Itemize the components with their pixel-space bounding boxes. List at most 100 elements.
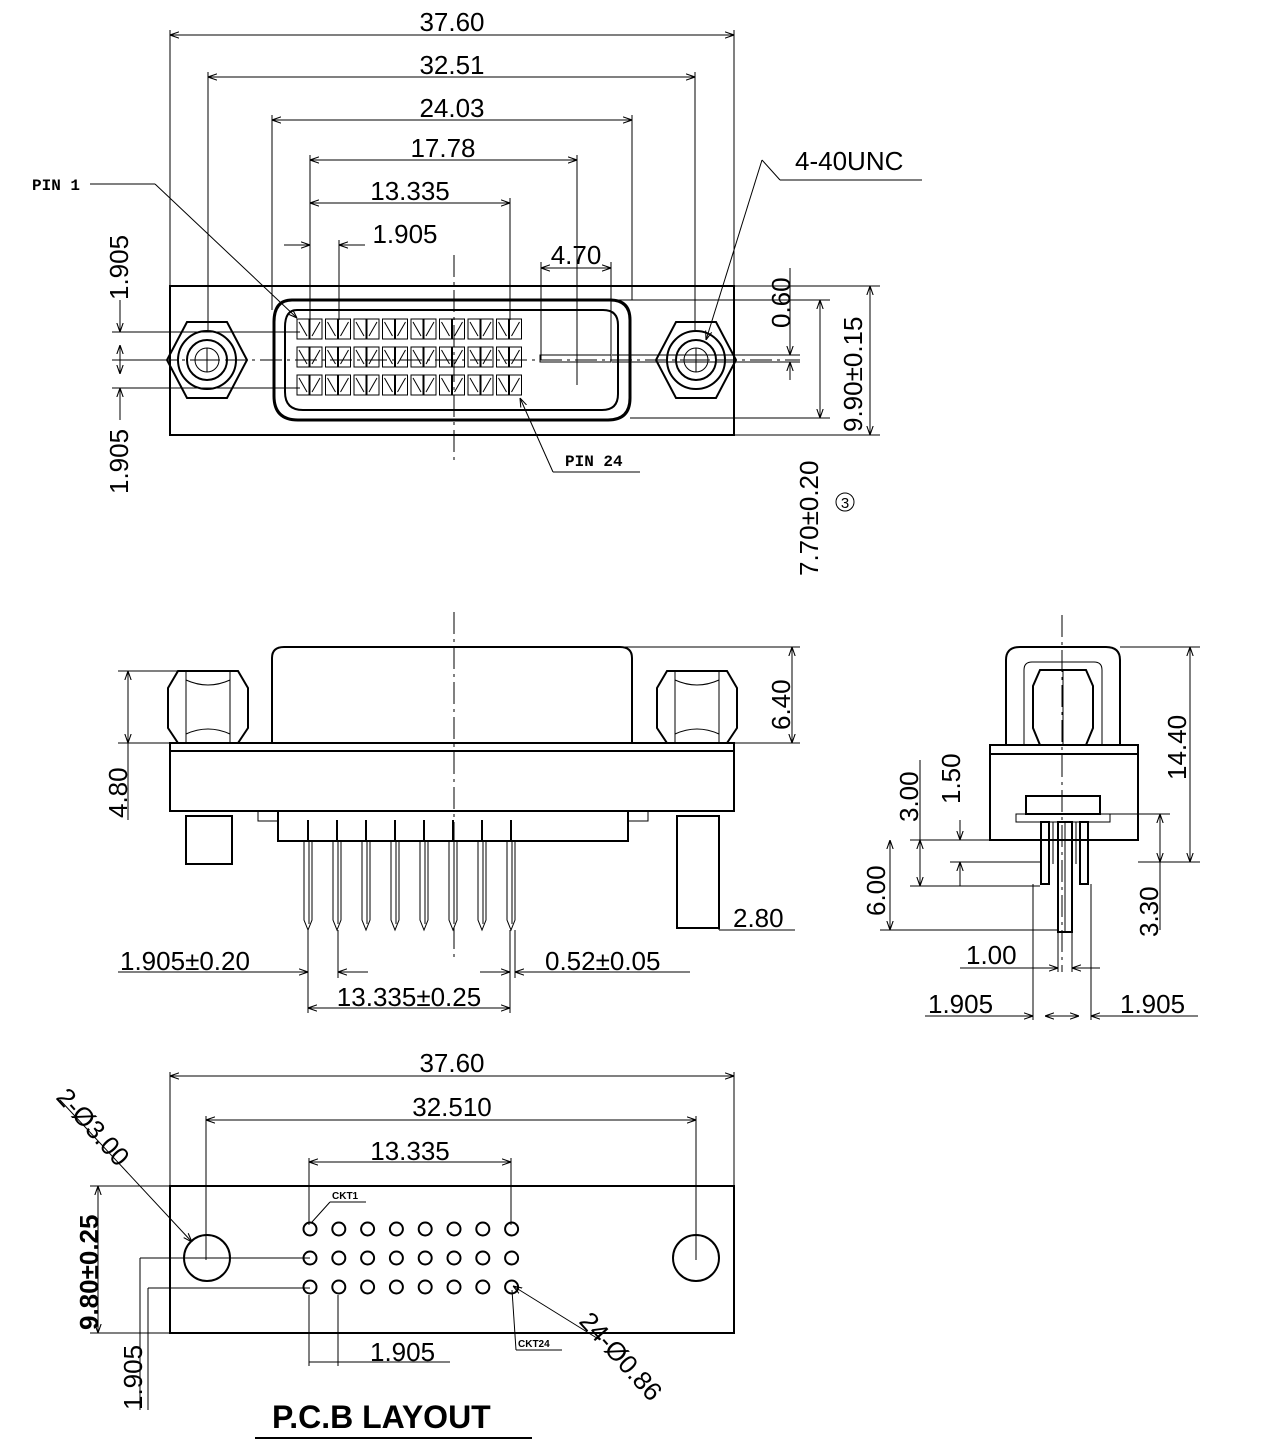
side-body (989, 744, 1139, 841)
pcb-pin-hole (302, 1279, 318, 1295)
dim-top-row-pitch-upper: 1.905 (104, 235, 134, 300)
dim-pcb-height: 9.80±0.25 (74, 1215, 104, 1330)
note-marker-number: 3 (841, 495, 849, 512)
pcb-pin-hole (446, 1279, 462, 1295)
pcb-pin-hole (446, 1250, 462, 1266)
dim-front-pin-dia: 0.52±0.05 (545, 946, 660, 976)
front-pin (361, 820, 371, 932)
contact-cell (325, 318, 351, 340)
pcb-pin-hole (504, 1250, 520, 1266)
pcb-pin-holes (302, 1221, 520, 1295)
front-pin (303, 820, 313, 932)
dim-side-3-30: 3.30 (1134, 886, 1164, 937)
pcb-pin-hole (302, 1221, 318, 1237)
contact-cell (496, 374, 522, 396)
pcb-pin-hole (417, 1221, 433, 1237)
dim-side-1-00: 1.00 (966, 940, 1017, 970)
front-pins (303, 820, 516, 932)
front-pin (390, 820, 400, 932)
dim-front-boardlock: 2.80 (733, 903, 784, 933)
contact-grid (296, 318, 522, 396)
dim-top-hole-spacing: 32.51 (419, 50, 484, 80)
dim-side-pitch-left: 1.905 (928, 989, 993, 1019)
contact-cell (467, 318, 494, 340)
contact-cell (410, 374, 437, 396)
pcb-pin-hole (360, 1279, 376, 1295)
dim-pcb-pin-holes: 24-Ø0.86 (574, 1306, 669, 1407)
pcb-pin-hole (388, 1221, 404, 1237)
front-flange (169, 742, 735, 812)
dim-top-blade-offset: 0.60 (766, 277, 796, 328)
pcb-pin-hole (331, 1250, 347, 1266)
contact-cell (439, 346, 465, 368)
dim-top-height: 9.90±0.15 (838, 317, 868, 432)
contact-cell (296, 318, 323, 340)
front-pin (419, 820, 429, 932)
front-pin (506, 820, 516, 932)
dim-side-pitch-right: 1.905 (1120, 989, 1185, 1019)
d-shell-inner (284, 309, 619, 411)
front-pin (332, 820, 342, 932)
contact-cell (325, 374, 351, 396)
pcb-pin-hole (388, 1279, 404, 1295)
pcb-pin-hole (360, 1221, 376, 1237)
pcb-pin-hole (504, 1221, 520, 1237)
right-hex-nut (654, 321, 738, 399)
side-view: 14.40 3.30 3.00 1.50 6.00 1.00 1.905 1.9… (861, 615, 1200, 1020)
side-bail (1005, 646, 1121, 745)
dim-top-blade-width: 4.70 (551, 240, 602, 270)
front-shell (271, 646, 633, 743)
label-pin1: PIN 1 (32, 177, 80, 195)
front-pin (448, 820, 458, 932)
dim-side-1-50: 1.50 (936, 753, 966, 804)
pcb-pin-hole (331, 1221, 347, 1237)
pcb-pin-hole (388, 1250, 404, 1266)
pcb-pin-hole (446, 1221, 462, 1237)
pcb-pin-hole (331, 1279, 347, 1295)
contact-cell (410, 346, 437, 368)
contact-cell (296, 374, 323, 396)
contact-cell (496, 318, 522, 340)
dim-top-pin-field: 17.78 (410, 133, 475, 163)
pcb-layout-title: P.C.B LAYOUT (272, 1399, 491, 1435)
left-boardlock (185, 815, 233, 865)
pcb-pin-hole (475, 1250, 491, 1266)
contact-cell (439, 318, 465, 340)
right-boardlock (676, 815, 720, 929)
contact-cell (382, 374, 408, 396)
dim-pcb-row-offset: 1.905 (118, 1345, 148, 1410)
dim-side-overall-height: 14.40 (1162, 715, 1192, 780)
blade-slot (539, 354, 612, 363)
front-view: 4.80 6.40 2.80 1.905±0.20 0.52±0.05 13.3… (103, 612, 800, 1013)
contact-cell (353, 374, 380, 396)
dim-top-shell-width: 24.03 (419, 93, 484, 123)
dim-front-span: 13.335±0.25 (337, 982, 481, 1012)
dim-top-overall-width: 37.60 (419, 7, 484, 37)
label-pin24: PIN 24 (565, 453, 623, 471)
dim-side-3-00: 3.00 (894, 771, 924, 822)
note-marker-circle (835, 492, 855, 512)
label-thread: 4-40UNC (795, 146, 903, 176)
contact-cell (353, 318, 380, 340)
dim-front-shell-height: 6.40 (766, 679, 796, 730)
pcb-pin-hole (475, 1279, 491, 1295)
contact-cell (325, 346, 351, 368)
contact-cell (382, 318, 408, 340)
pcb-pin-hole (417, 1279, 433, 1295)
label-ckt24: CKT24 (518, 1339, 550, 1350)
front-pin (477, 820, 487, 932)
pcb-mount-hole-right (672, 1234, 720, 1282)
dim-front-flange-height: 4.80 (103, 767, 133, 818)
pcb-pin-hole (417, 1250, 433, 1266)
contact-cell (467, 374, 494, 396)
contact-cell (439, 374, 465, 396)
dim-pcb-mount-holes: 2-Ø3.00 (51, 1082, 136, 1172)
dim-pcb-overall-width: 37.60 (419, 1048, 484, 1078)
d-shell-outer (272, 298, 632, 422)
left-hex-nut (165, 321, 249, 399)
pcb-outline (169, 1185, 735, 1334)
dim-top-depth: 7.70±0.20 (794, 461, 824, 576)
dim-top-row-pitch-lower: 1.905 (104, 429, 134, 494)
dim-pcb-pin-span: 13.335 (370, 1136, 450, 1166)
